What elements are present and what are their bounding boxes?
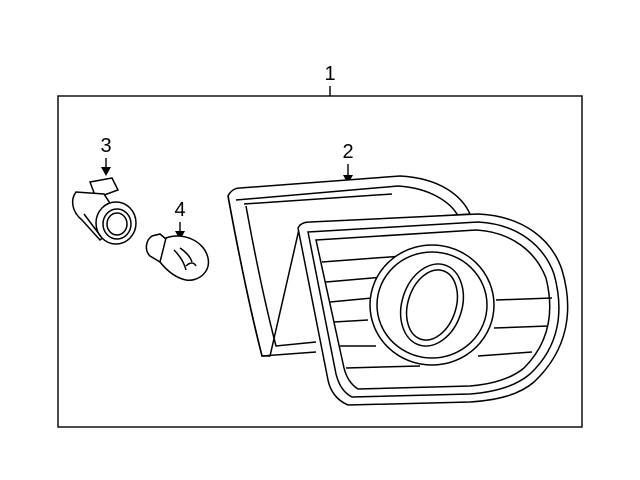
callout-3-arrowhead [101,167,111,176]
lamp-gasket-part [227,175,472,357]
callout-4-label: 4 [174,199,185,221]
callout-2-label: 2 [342,141,353,163]
assembly-frame [57,95,583,428]
tail-lamp-housing-part [297,213,569,406]
bulb-part [145,233,210,281]
callout-1-label: 1 [324,63,335,85]
callout-3-label: 3 [100,135,111,157]
bulb-socket-part [71,177,137,245]
